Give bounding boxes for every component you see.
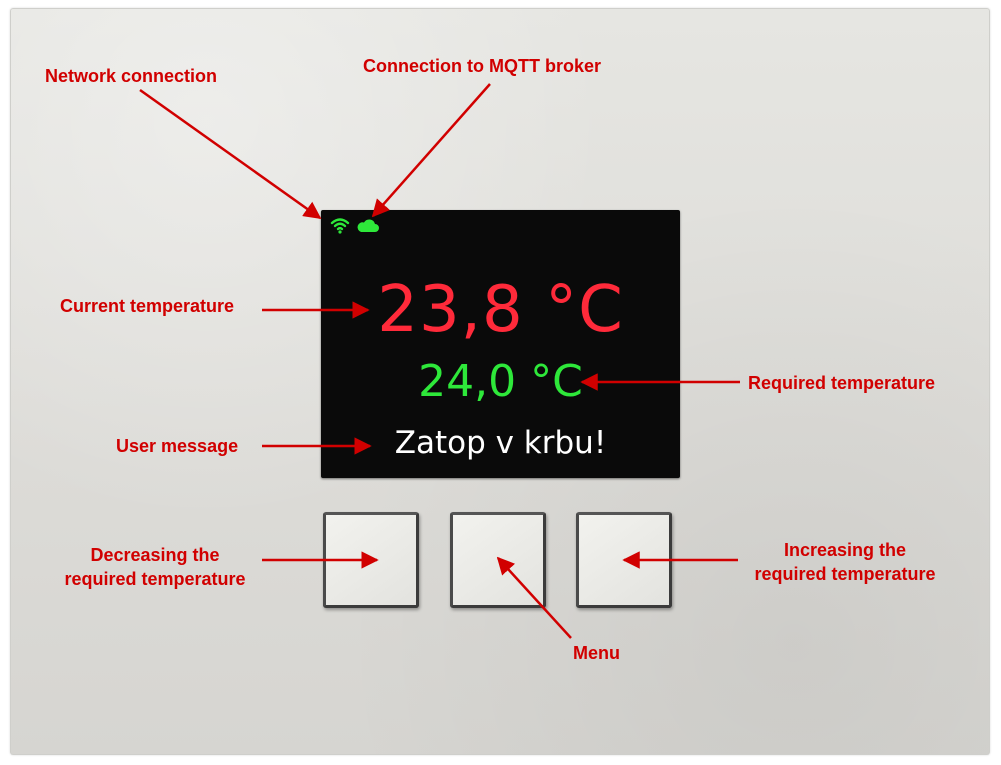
label-mqtt-connection: Connection to MQTT broker	[363, 56, 601, 76]
decrease-temperature-button[interactable]	[323, 512, 419, 608]
current-temperature-readout: 23,8 °C	[377, 273, 624, 347]
display-screen	[321, 210, 680, 478]
label-network-connection: Network connection	[45, 66, 218, 86]
label-increasing: Increasing the required temperature	[740, 538, 950, 586]
label-increasing-line2: required temperature	[754, 564, 936, 584]
user-message-readout: Zatop v krbu!	[394, 425, 607, 461]
status-bar	[330, 215, 390, 237]
cloud-icon	[357, 219, 379, 232]
increase-temperature-button[interactable]	[576, 512, 672, 608]
label-increasing-line1: Increasing the	[783, 540, 907, 560]
label-decreasing: Decreasing the required temperature	[50, 543, 260, 591]
menu-button[interactable]	[450, 512, 546, 608]
label-decreasing-line1: Decreasing the	[90, 545, 220, 565]
label-required-temperature: Required temperature	[748, 373, 936, 393]
label-menu: Menu	[573, 643, 620, 663]
required-temperature-readout: 24,0 °C	[418, 356, 583, 407]
wifi-icon	[330, 218, 350, 234]
label-decreasing-line2: required temperature	[64, 569, 246, 589]
label-current-temperature: Current temperature	[60, 296, 235, 316]
label-user-message: User message	[116, 436, 239, 456]
